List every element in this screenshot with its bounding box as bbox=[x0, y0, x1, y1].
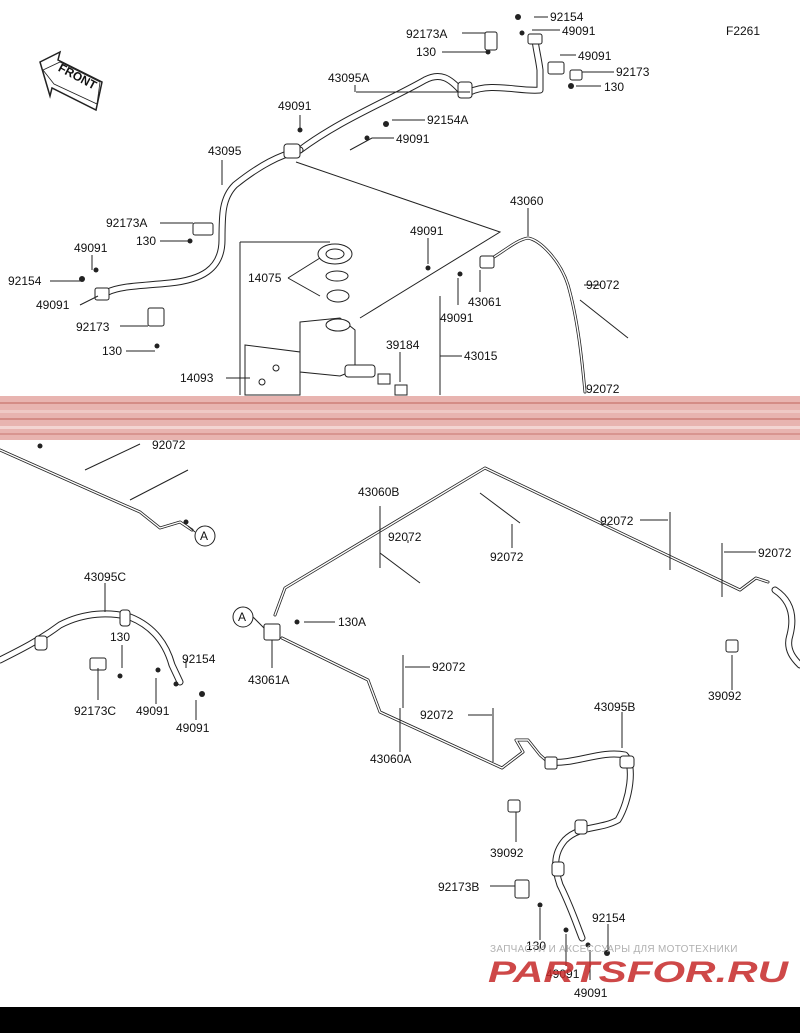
part-label: 92173C bbox=[74, 704, 116, 718]
part-label: 130 bbox=[416, 45, 436, 59]
part-label: 49091 bbox=[440, 311, 474, 325]
part-label: 49091 bbox=[410, 224, 444, 238]
part-label: 92072 bbox=[586, 382, 620, 396]
part-label: 92154 bbox=[550, 10, 584, 24]
part-label: 92072 bbox=[586, 278, 620, 292]
part-label: 14093 bbox=[180, 371, 214, 385]
part-label: 92154 bbox=[592, 911, 626, 925]
part-label: 92154 bbox=[8, 274, 42, 288]
part-label: 92072 bbox=[152, 438, 186, 452]
leader-lines bbox=[50, 16, 756, 980]
part-label: 43095 bbox=[208, 144, 242, 158]
part-label: 49091 bbox=[36, 298, 70, 312]
part-label: 49091 bbox=[396, 132, 430, 146]
part-label: 92154A bbox=[427, 113, 468, 127]
front-arrow-icon bbox=[39, 50, 103, 112]
part-label: 39184 bbox=[386, 338, 420, 352]
part-label: 43061A bbox=[248, 673, 289, 687]
part-label: 92072 bbox=[490, 550, 524, 564]
part-label: 92072 bbox=[432, 660, 466, 674]
figure-code: F2261 bbox=[726, 24, 760, 38]
part-labels: 92154 92173A 49091 130 49091 92173 130 4… bbox=[8, 10, 792, 1000]
part-label: 130A bbox=[338, 615, 366, 629]
part-label: 14075 bbox=[248, 271, 282, 285]
part-label: 49091 bbox=[74, 241, 108, 255]
scan-noise-band bbox=[0, 396, 800, 440]
svg-text:A: A bbox=[200, 529, 208, 543]
part-label: 92072 bbox=[420, 708, 454, 722]
part-label: 49091 bbox=[176, 721, 210, 735]
part-label: 92173 bbox=[616, 65, 650, 79]
part-label: 43060 bbox=[510, 194, 544, 208]
part-label: 92173A bbox=[106, 216, 147, 230]
part-label: 39092 bbox=[708, 689, 742, 703]
part-label: 92173 bbox=[76, 320, 110, 334]
callout-a-left: A bbox=[194, 525, 216, 547]
part-label: 49091 bbox=[578, 49, 612, 63]
part-label: 49091 bbox=[136, 704, 170, 718]
callout-a-right: A bbox=[232, 606, 254, 628]
part-label: 49091 bbox=[546, 967, 580, 981]
part-label: 43095B bbox=[594, 700, 635, 714]
part-label: 92072 bbox=[388, 530, 422, 544]
part-label: 130 bbox=[526, 939, 546, 953]
part-label: 92173B bbox=[438, 880, 479, 894]
part-label: 43095C bbox=[84, 570, 126, 584]
part-label: 43061 bbox=[468, 295, 502, 309]
part-label: 43060A bbox=[370, 752, 411, 766]
part-label: 49091 bbox=[278, 99, 312, 113]
upper-assembly bbox=[79, 14, 629, 396]
part-label: 49091 bbox=[574, 986, 608, 1000]
part-label: 43060B bbox=[358, 485, 399, 499]
part-label: 49091 bbox=[562, 24, 596, 38]
part-label: 92173A bbox=[406, 27, 447, 41]
part-label: 92154 bbox=[182, 652, 216, 666]
watermark: ЗАПЧАСТИ И АКСЕССУАРЫ ДЛЯ МОТОТЕХНИКИ PA… bbox=[488, 944, 790, 989]
part-label: 92072 bbox=[600, 514, 634, 528]
part-label: 130 bbox=[102, 344, 122, 358]
part-label: 92072 bbox=[758, 546, 792, 560]
part-label: 130 bbox=[136, 234, 156, 248]
svg-text:A: A bbox=[238, 610, 246, 624]
part-label: 130 bbox=[604, 80, 624, 94]
part-label: 130 bbox=[110, 630, 130, 644]
lower-assembly bbox=[0, 443, 800, 956]
watermark-brand: PARTSFOR.RU bbox=[488, 956, 790, 989]
part-label: 43095A bbox=[328, 71, 369, 85]
part-label: 39092 bbox=[490, 846, 524, 860]
part-label: 43015 bbox=[464, 349, 498, 363]
bottom-bar bbox=[0, 1007, 800, 1033]
watermark-tagline: ЗАПЧАСТИ И АКСЕССУАРЫ ДЛЯ МОТОТЕХНИКИ bbox=[490, 944, 738, 955]
